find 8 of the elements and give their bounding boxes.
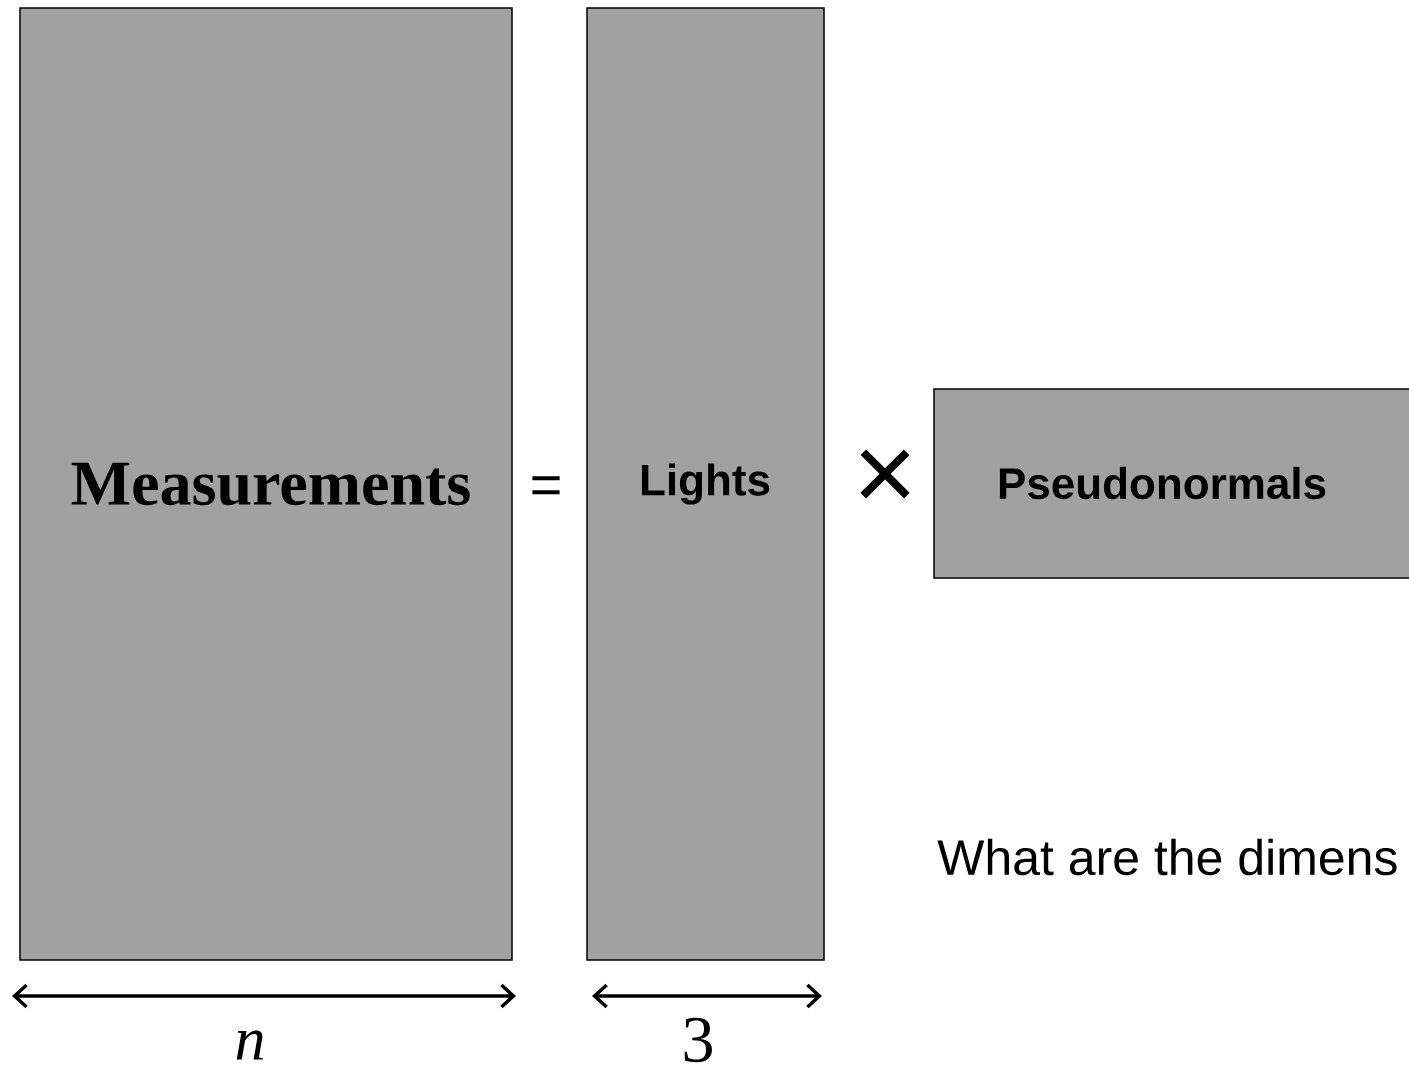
- matrix-box: Lights: [586, 7, 825, 961]
- equals-sign: =: [532, 476, 560, 495]
- times-sign: ×: [860, 449, 910, 499]
- matrix-box: Pseudonormals: [933, 388, 1409, 579]
- dimension-label: n: [236, 1030, 263, 1060]
- question-text: What are the dimens: [937, 838, 1397, 876]
- dimension-label: 3: [684, 1017, 712, 1063]
- matrix-box: Measurements: [19, 7, 513, 961]
